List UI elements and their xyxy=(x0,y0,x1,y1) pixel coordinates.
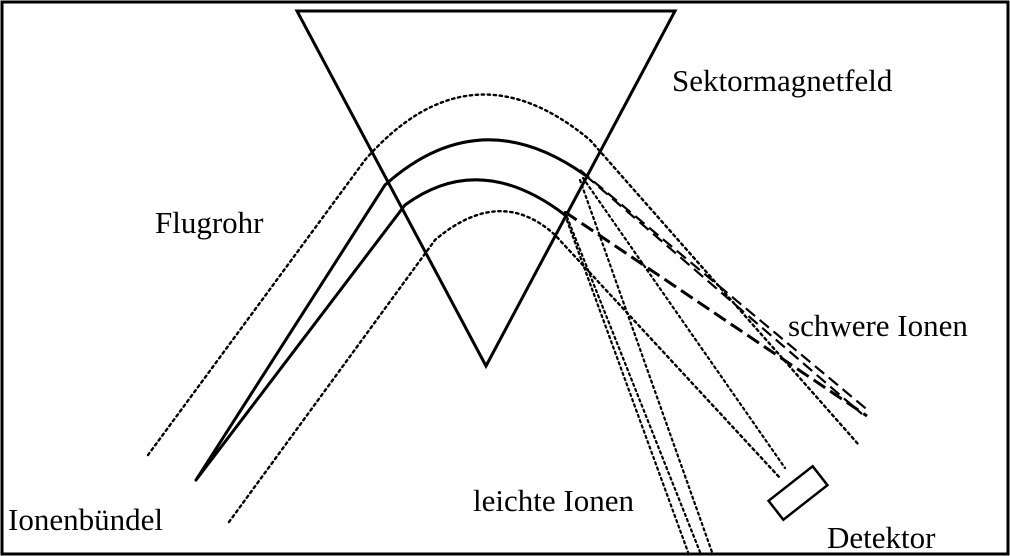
light-ions-path-4 xyxy=(563,213,690,554)
label-ionenbuendel: Ionenbündel xyxy=(8,502,163,537)
ion-beam-outer-path xyxy=(194,138,587,482)
light-ions-path-2 xyxy=(578,178,714,554)
flight-tube-outer-wall xyxy=(146,93,860,457)
label-sektormagnetfeld: Sektormagnetfeld xyxy=(672,63,893,98)
label-leichte-ionen: leichte Ionen xyxy=(473,483,634,518)
label-detektor: Detektor xyxy=(827,520,936,555)
label-flugrohr: Flugrohr xyxy=(155,205,264,240)
light-ions-path-1 xyxy=(581,176,787,470)
light-ions-path-3 xyxy=(563,210,702,554)
heavy-ions-path-1 xyxy=(579,169,871,413)
detector-box xyxy=(766,464,830,522)
heavy-ions-path-2 xyxy=(584,174,863,415)
sector-magnet xyxy=(294,9,678,370)
flight-tube-inner-wall xyxy=(227,210,782,524)
label-schwere-ionen: schwere Ionen xyxy=(788,308,968,343)
ion-beam-inner-path xyxy=(194,178,567,482)
heavy-ions-path-3 xyxy=(564,210,868,418)
